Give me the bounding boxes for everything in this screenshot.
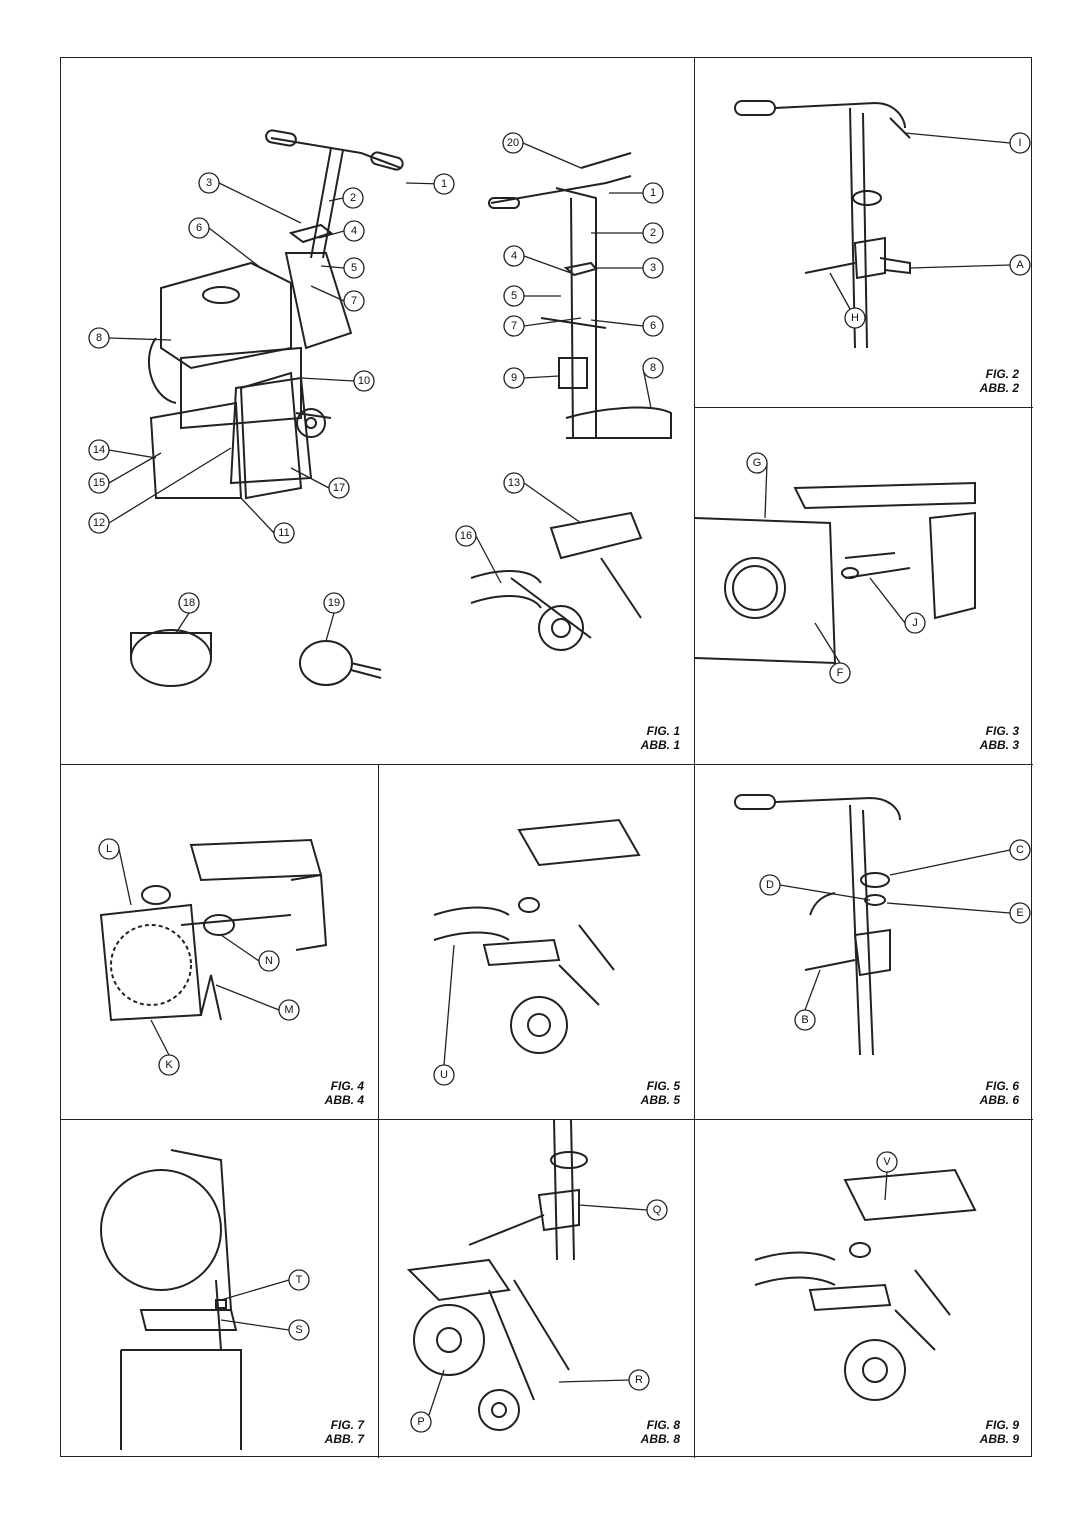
callout-15: 15 xyxy=(93,477,105,489)
callout-3b: 3 xyxy=(650,262,656,274)
callout-H: H xyxy=(851,312,859,324)
figure-3-fig-label: FIG. 3 xyxy=(985,724,1019,738)
figure-4-caption: FIG. 4 ABB. 4 xyxy=(325,1079,364,1107)
figure-9-drawing: V xyxy=(754,1151,977,1401)
figure-2-fig-label: FIG. 2 xyxy=(985,367,1019,381)
figure-8-drawing: Q R P xyxy=(406,1120,668,1433)
figure-6-panel: C D E B FIG. 6 ABB. 6 xyxy=(695,765,1033,1120)
figure-3-panel: G J F FIG. 3 ABB. 3 xyxy=(695,408,1033,765)
figure-5-panel: U FIG. 5 ABB. 5 xyxy=(379,765,695,1120)
callout-B: B xyxy=(801,1014,808,1026)
callout-F: F xyxy=(837,667,844,679)
callout-I: I xyxy=(1018,137,1021,149)
callout-4: 4 xyxy=(351,225,357,237)
figure-9-abb-label: ABB. 9 xyxy=(979,1432,1019,1446)
figure-3-drawing: G J F xyxy=(695,452,976,684)
figure-6-caption: FIG. 6 ABB. 6 xyxy=(980,1079,1019,1107)
callout-5b: 5 xyxy=(511,290,517,302)
callout-7b: 7 xyxy=(511,320,517,332)
callout-9: 9 xyxy=(511,372,517,384)
callout-V: V xyxy=(883,1156,891,1168)
figure-4-abb-label: ABB. 4 xyxy=(324,1093,364,1107)
figure-9-panel: V FIG. 9 ABB. 9 xyxy=(695,1120,1033,1458)
callout-12: 12 xyxy=(93,517,105,529)
figure-1-abb-label: ABB. 1 xyxy=(640,738,680,752)
callout-M: M xyxy=(284,1004,293,1016)
figure-1-panel: 1 2 3 4 5 6 7 8 10 11 12 14 15 17 18 19 … xyxy=(61,58,695,765)
figure-4-drawing: L N M K xyxy=(98,838,328,1076)
callout-6: 6 xyxy=(196,222,202,234)
callout-E: E xyxy=(1016,907,1023,919)
figure-1-fig-label: FIG. 1 xyxy=(646,724,680,738)
callout-G: G xyxy=(753,457,762,469)
callout-4b: 4 xyxy=(511,250,517,262)
figure-3-abb-label: ABB. 3 xyxy=(979,738,1019,752)
figure-8-panel: Q R P FIG. 8 ABB. 8 xyxy=(379,1120,695,1458)
figure-7-panel: T S FIG. 7 ABB. 7 xyxy=(61,1120,379,1458)
figure-7-drawing: T S xyxy=(100,1149,310,1450)
callout-8: 8 xyxy=(96,332,102,344)
callout-K: K xyxy=(165,1059,173,1071)
callout-C: C xyxy=(1016,844,1024,856)
callout-A: A xyxy=(1016,259,1024,271)
figure-7-caption: FIG. 7 ABB. 7 xyxy=(325,1418,364,1446)
figure-2-abb-label: ABB. 2 xyxy=(979,381,1019,395)
callout-S: S xyxy=(295,1324,302,1336)
callout-1b: 1 xyxy=(650,187,656,199)
callout-U: U xyxy=(440,1069,448,1081)
figure-1-caption: FIG. 1 ABB. 1 xyxy=(641,724,680,752)
callout-3: 3 xyxy=(206,177,212,189)
callout-13: 13 xyxy=(508,477,520,489)
callout-20: 20 xyxy=(507,137,519,149)
callout-R: R xyxy=(635,1374,643,1386)
callout-18: 18 xyxy=(183,597,195,609)
callout-17: 17 xyxy=(333,482,345,494)
figure-9-fig-label: FIG. 9 xyxy=(985,1418,1019,1432)
figure-2-panel: I A H FIG. 2 ABB. 2 xyxy=(695,58,1033,408)
figure-7-abb-label: ABB. 7 xyxy=(324,1432,364,1446)
callout-6b: 6 xyxy=(650,320,656,332)
figure-5-drawing: U xyxy=(433,818,641,1086)
figure-5-fig-label: FIG. 5 xyxy=(646,1079,680,1093)
figure-6-fig-label: FIG. 6 xyxy=(985,1079,1019,1093)
figure-sheet: 1 2 3 4 5 6 7 8 10 11 12 14 15 17 18 19 … xyxy=(60,57,1033,1458)
callout-19: 19 xyxy=(328,597,340,609)
figure-5-abb-label: ABB. 5 xyxy=(640,1093,680,1107)
figure-6-abb-label: ABB. 6 xyxy=(979,1093,1019,1107)
figure-4-fig-label: FIG. 4 xyxy=(330,1079,364,1093)
figure-4-panel: L N M K FIG. 4 ABB. 4 xyxy=(61,765,379,1120)
callout-1: 1 xyxy=(441,178,447,190)
figure-2-caption: FIG. 2 ABB. 2 xyxy=(980,367,1019,395)
callout-14: 14 xyxy=(93,444,105,456)
figure-5-caption: FIG. 5 ABB. 5 xyxy=(641,1079,680,1107)
figure-7-fig-label: FIG. 7 xyxy=(330,1418,364,1432)
figure-8-caption: FIG. 8 ABB. 8 xyxy=(641,1418,680,1446)
figure-6-drawing: C D E B xyxy=(734,794,1031,1056)
figure-2-drawing: I A H xyxy=(734,100,1031,349)
callout-J: J xyxy=(912,617,918,629)
callout-P: P xyxy=(417,1416,424,1428)
callout-2: 2 xyxy=(350,192,356,204)
figure-8-abb-label: ABB. 8 xyxy=(640,1432,680,1446)
figure-8-fig-label: FIG. 8 xyxy=(646,1418,680,1432)
callout-2b: 2 xyxy=(650,227,656,239)
callout-N: N xyxy=(265,955,273,967)
figure-9-caption: FIG. 9 ABB. 9 xyxy=(980,1418,1019,1446)
callout-7: 7 xyxy=(351,295,357,307)
callout-16: 16 xyxy=(460,530,472,542)
figure-3-caption: FIG. 3 ABB. 3 xyxy=(980,724,1019,752)
callout-10: 10 xyxy=(358,375,370,387)
callout-8b: 8 xyxy=(650,362,656,374)
callout-5: 5 xyxy=(351,262,357,274)
figure-1-drawing: 1 2 3 4 5 6 7 8 10 11 12 14 15 17 18 19 … xyxy=(88,129,672,687)
callout-T: T xyxy=(296,1274,303,1286)
callout-11: 11 xyxy=(278,527,289,539)
callout-L: L xyxy=(106,843,112,855)
callout-Q: Q xyxy=(653,1204,662,1216)
callout-D: D xyxy=(766,879,774,891)
